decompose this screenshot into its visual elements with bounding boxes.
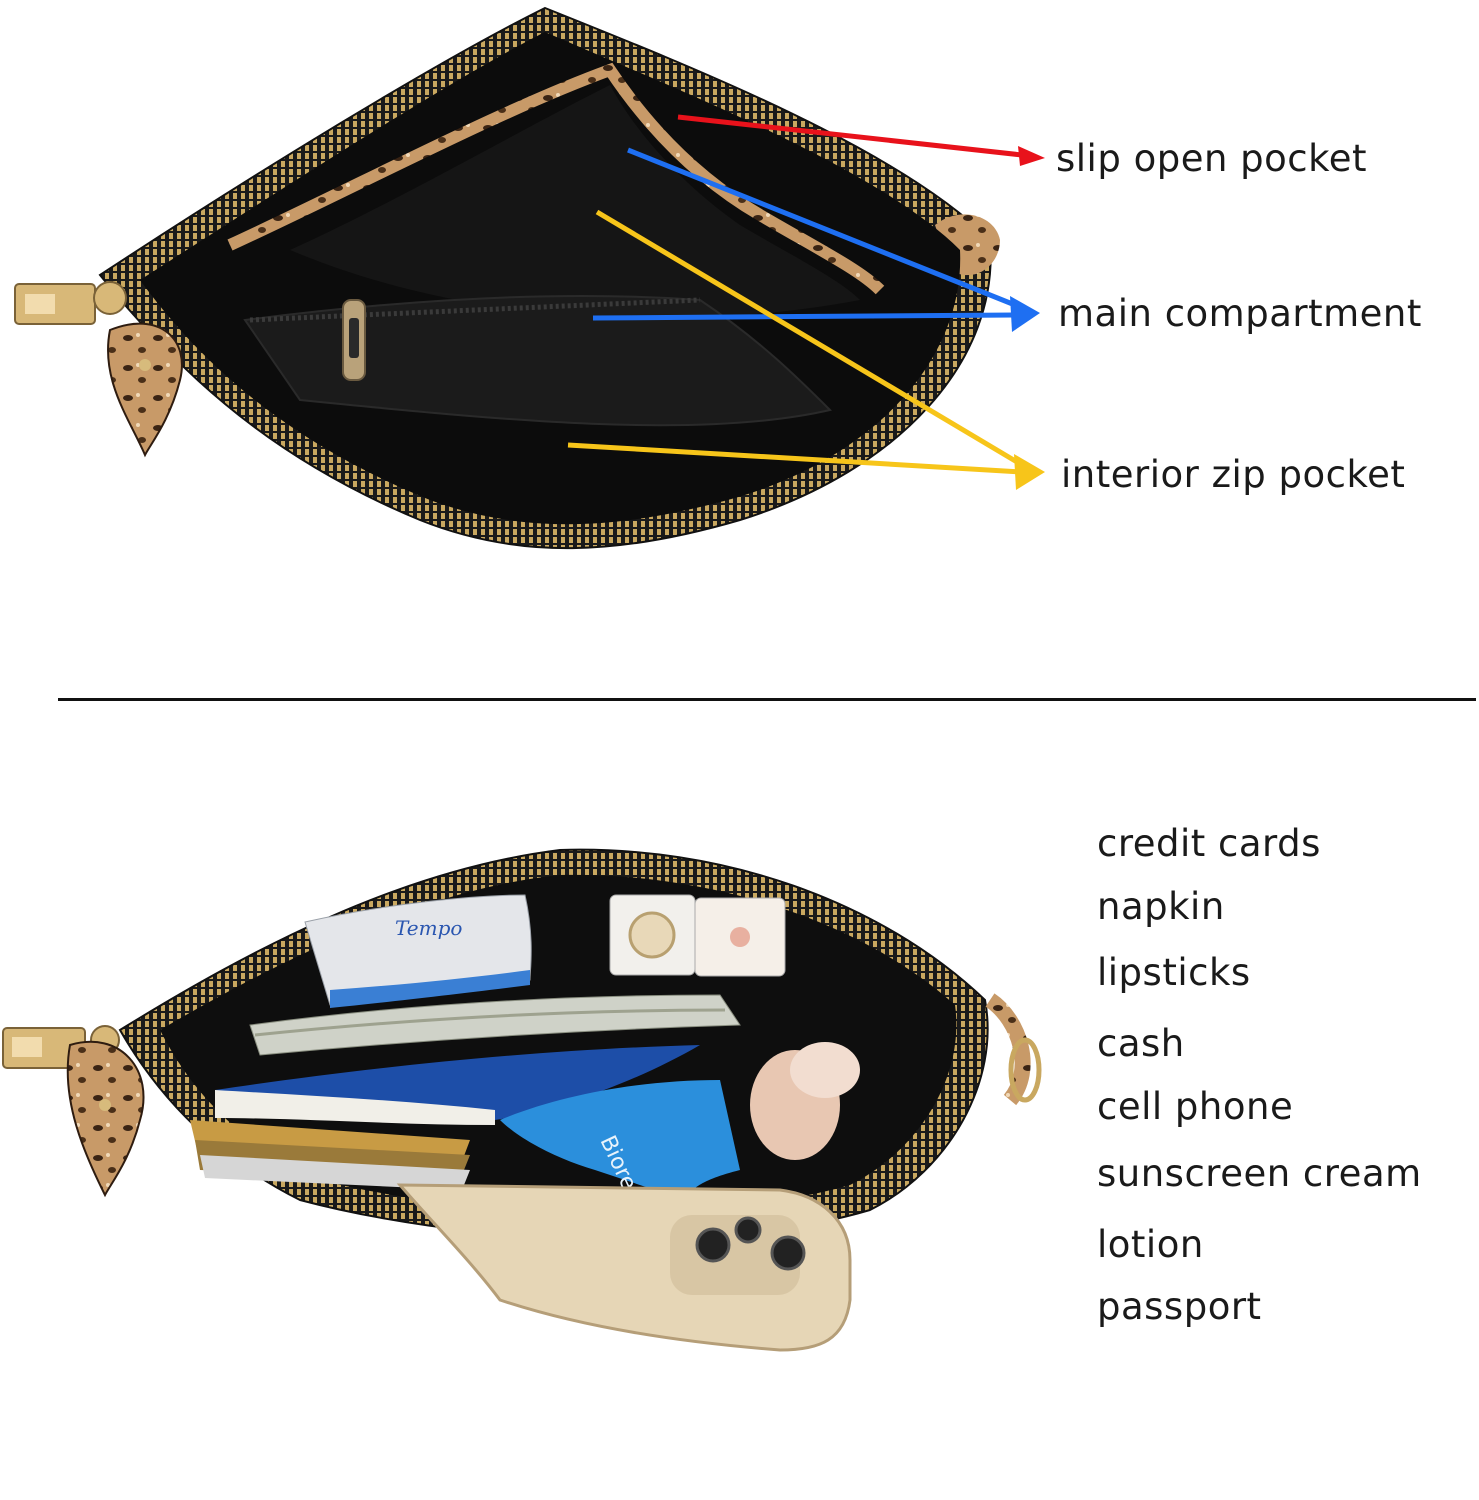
zipper-tab-bottom xyxy=(66,1040,145,1198)
bag-contents-illustration: Tempo Biore UV xyxy=(2,848,1042,1352)
slip-pocket xyxy=(290,85,860,319)
contents-item: cash xyxy=(1097,1022,1185,1065)
contents-item: lotion xyxy=(1097,1223,1204,1266)
passport xyxy=(215,1045,700,1125)
callout-label-main-compartment: main compartment xyxy=(1058,292,1422,335)
contents-item: napkin xyxy=(1097,885,1225,928)
zipper-tab xyxy=(107,322,183,458)
slip-pocket-edge xyxy=(227,62,885,295)
contents-item: credit cards xyxy=(1097,822,1321,865)
contents-item: passport xyxy=(1097,1285,1262,1328)
callout-arrows xyxy=(567,114,1045,490)
lotion-bottle xyxy=(750,1042,860,1160)
credit-cards xyxy=(190,1120,470,1190)
contents-item: cell phone xyxy=(1097,1085,1294,1128)
cash-stack xyxy=(249,994,741,1056)
lipsticks xyxy=(609,894,786,977)
interior-diagram: slip open pocket main compartment interi… xyxy=(0,0,1479,690)
contents-item: sunscreen cream xyxy=(1097,1152,1422,1195)
contents-photo: Tempo Biore UV xyxy=(0,700,1479,1500)
napkin-pack: Tempo xyxy=(304,894,532,1008)
section-divider xyxy=(58,698,1476,701)
callout-label-interior-zip-pocket: interior zip pocket xyxy=(1061,453,1406,496)
contents-item: lipsticks xyxy=(1097,951,1251,994)
svg-text:Tempo: Tempo xyxy=(395,916,462,940)
bag-interior-illustration xyxy=(14,6,1045,550)
cell-phone xyxy=(396,1183,852,1352)
callout-label-slip-open-pocket: slip open pocket xyxy=(1056,137,1368,180)
interior-zip-pocket xyxy=(243,295,832,427)
